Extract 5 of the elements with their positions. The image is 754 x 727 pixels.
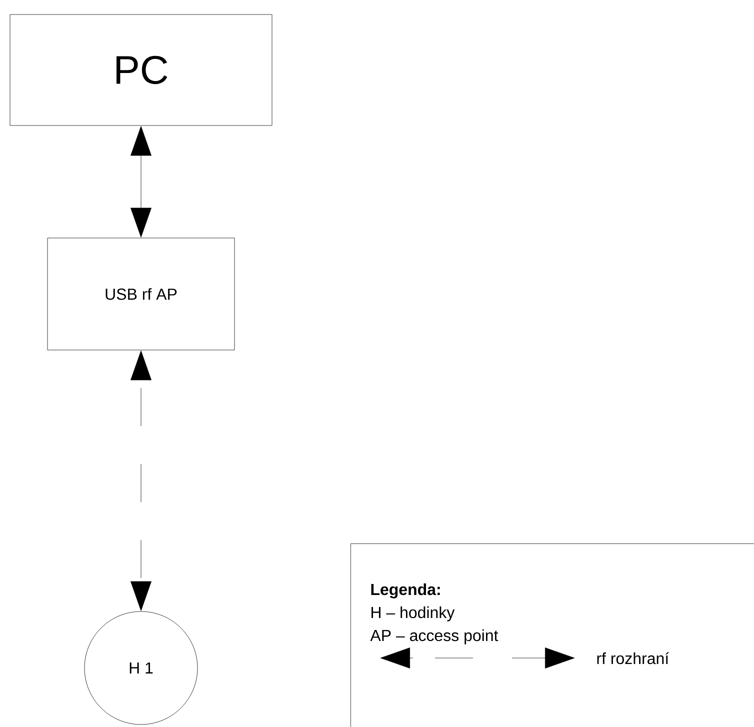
legend-text: rf rozhraní xyxy=(597,652,669,664)
arrow xyxy=(130,126,152,238)
arrow xyxy=(130,350,152,611)
device-box: USB rf AP xyxy=(47,238,235,350)
device-box: PC xyxy=(10,14,272,126)
